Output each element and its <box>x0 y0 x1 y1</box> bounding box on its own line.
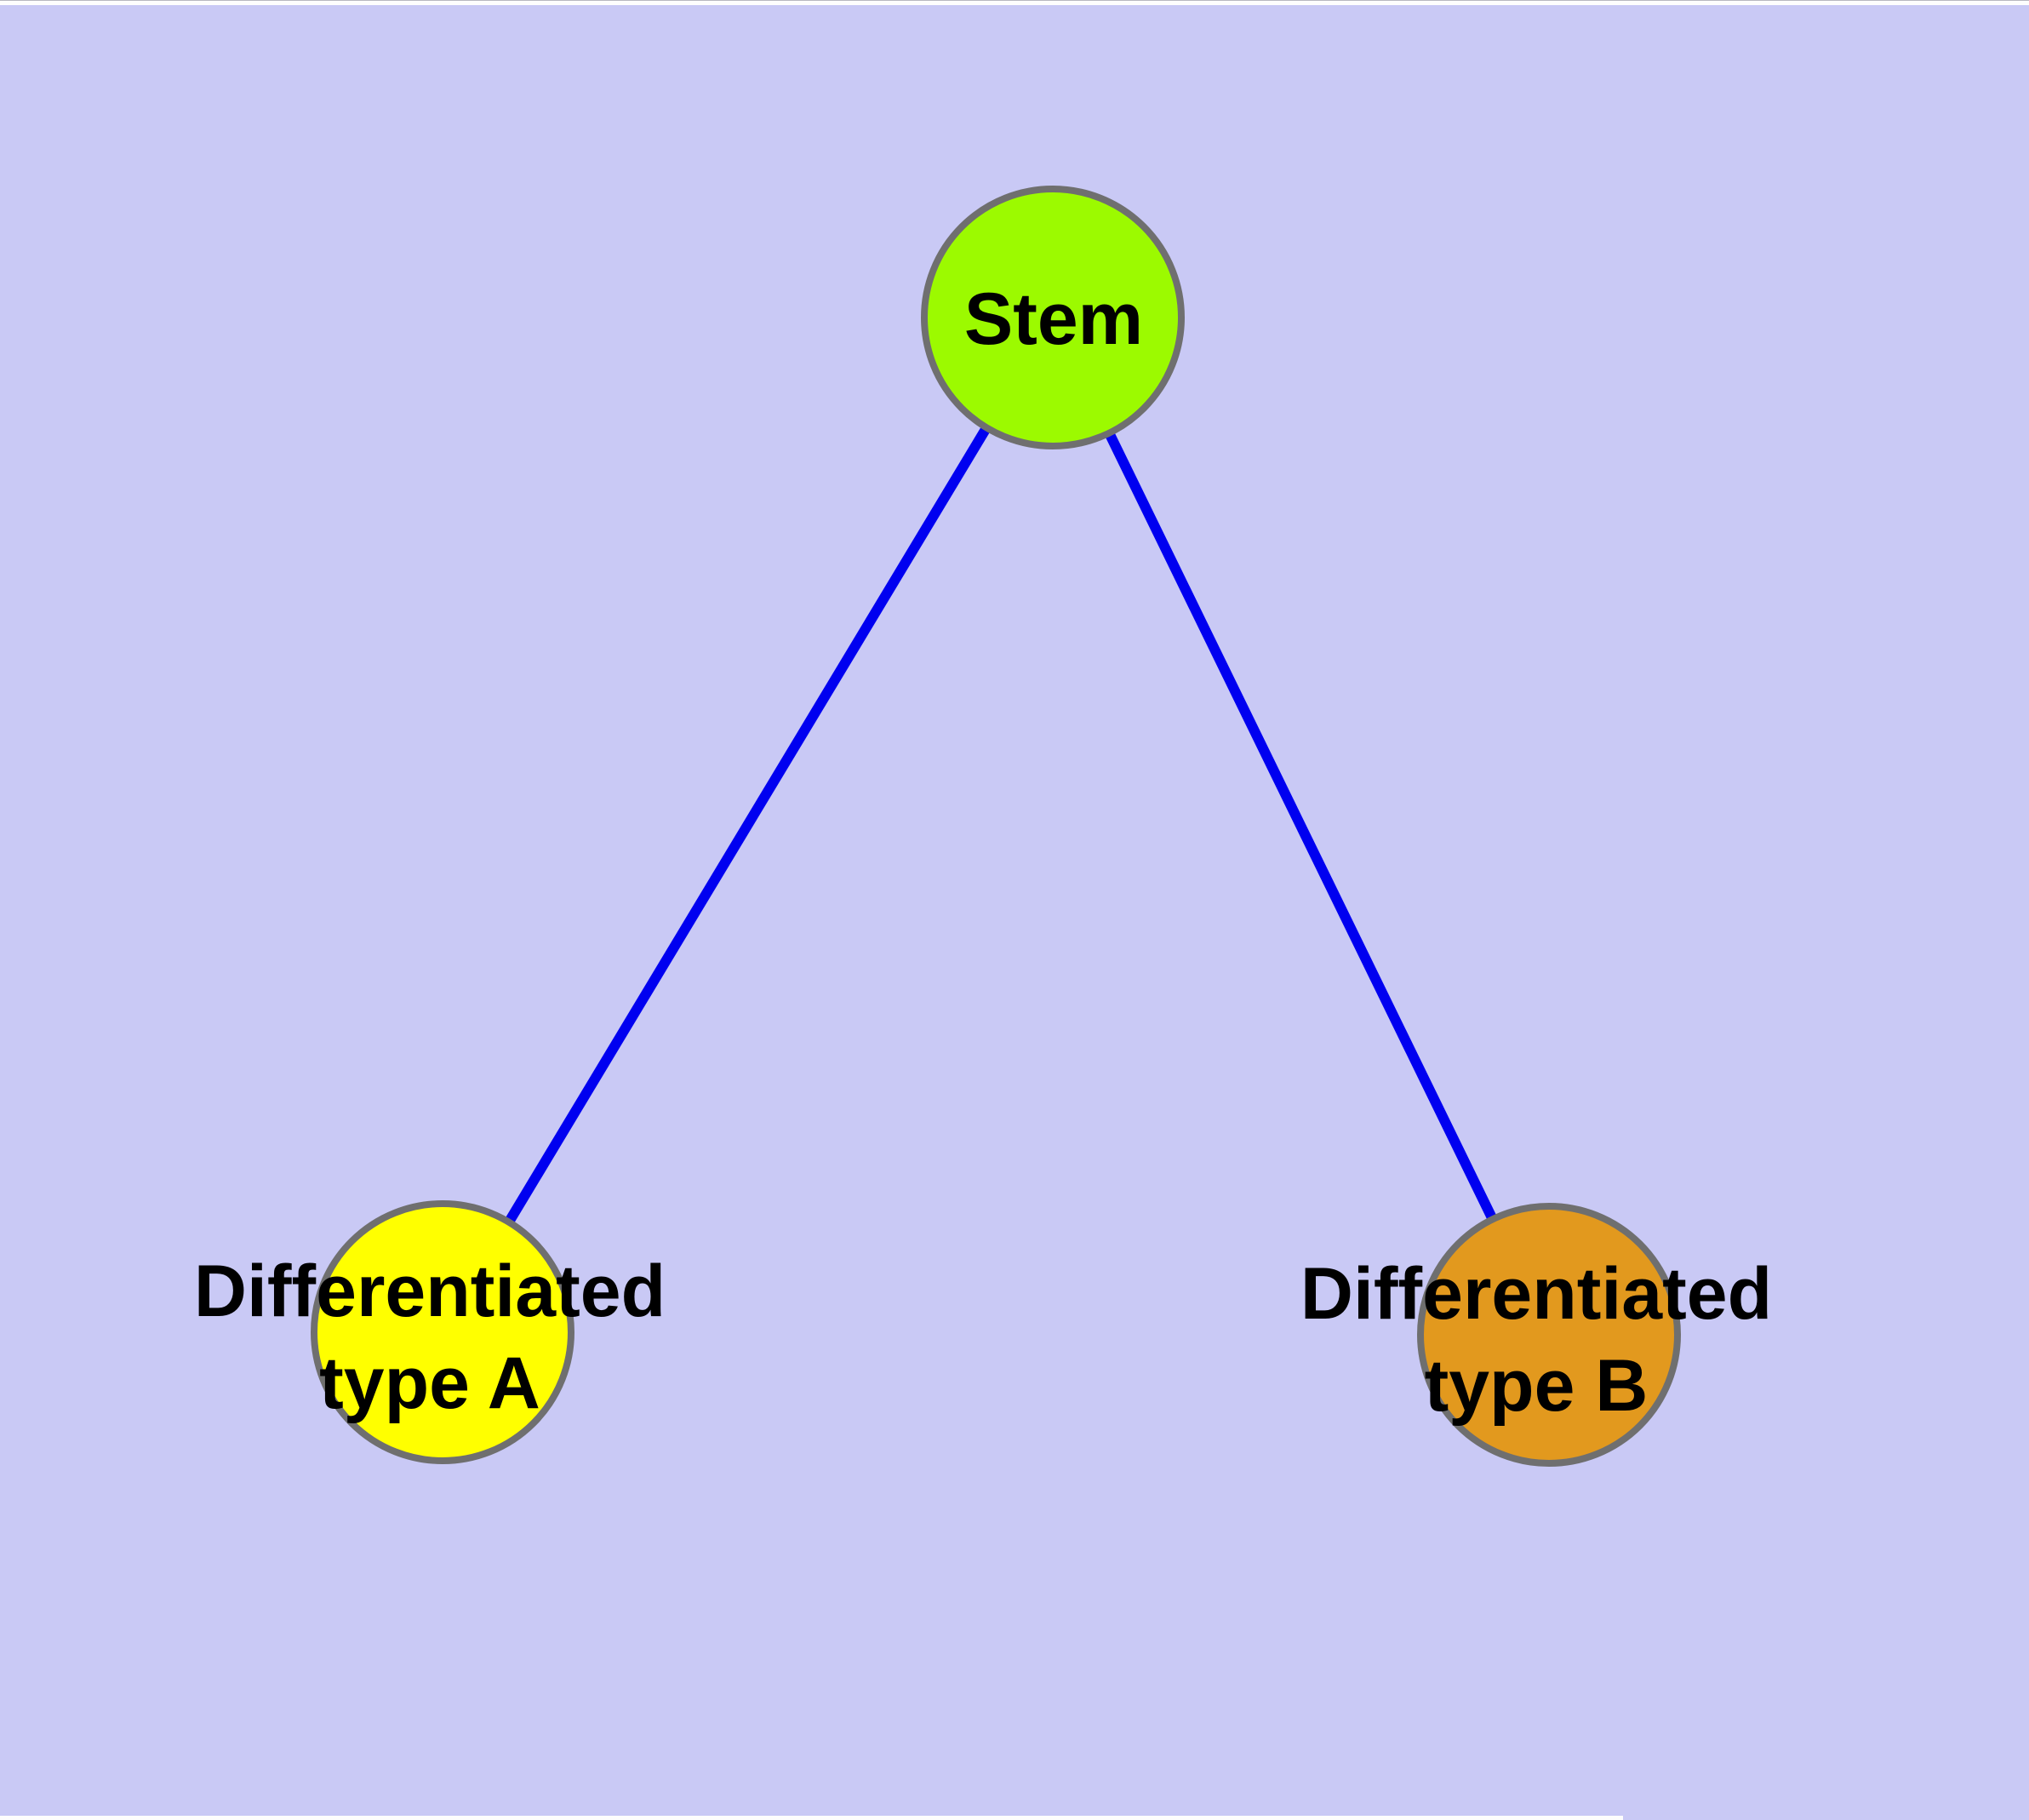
window-bottom-edge <box>0 1816 1624 1820</box>
node-type-a-circle <box>311 1200 574 1464</box>
node-stem-circle <box>921 186 1185 449</box>
node-type-b-circle <box>1417 1203 1681 1467</box>
node-type-a-label-line2: type A <box>319 1342 540 1424</box>
edge-stem-to-type-b <box>1048 315 1554 1337</box>
node-stem-label: Stem <box>964 278 1143 360</box>
node-type-a-label-line1: Differentiated <box>194 1251 666 1332</box>
node-type-b-label-line2: type B <box>1425 1345 1649 1427</box>
window-top-edge <box>0 0 2029 5</box>
node-type-b-label-line1: Differentiated <box>1300 1253 1772 1335</box>
edge-stem-to-type-a <box>437 314 1058 1336</box>
